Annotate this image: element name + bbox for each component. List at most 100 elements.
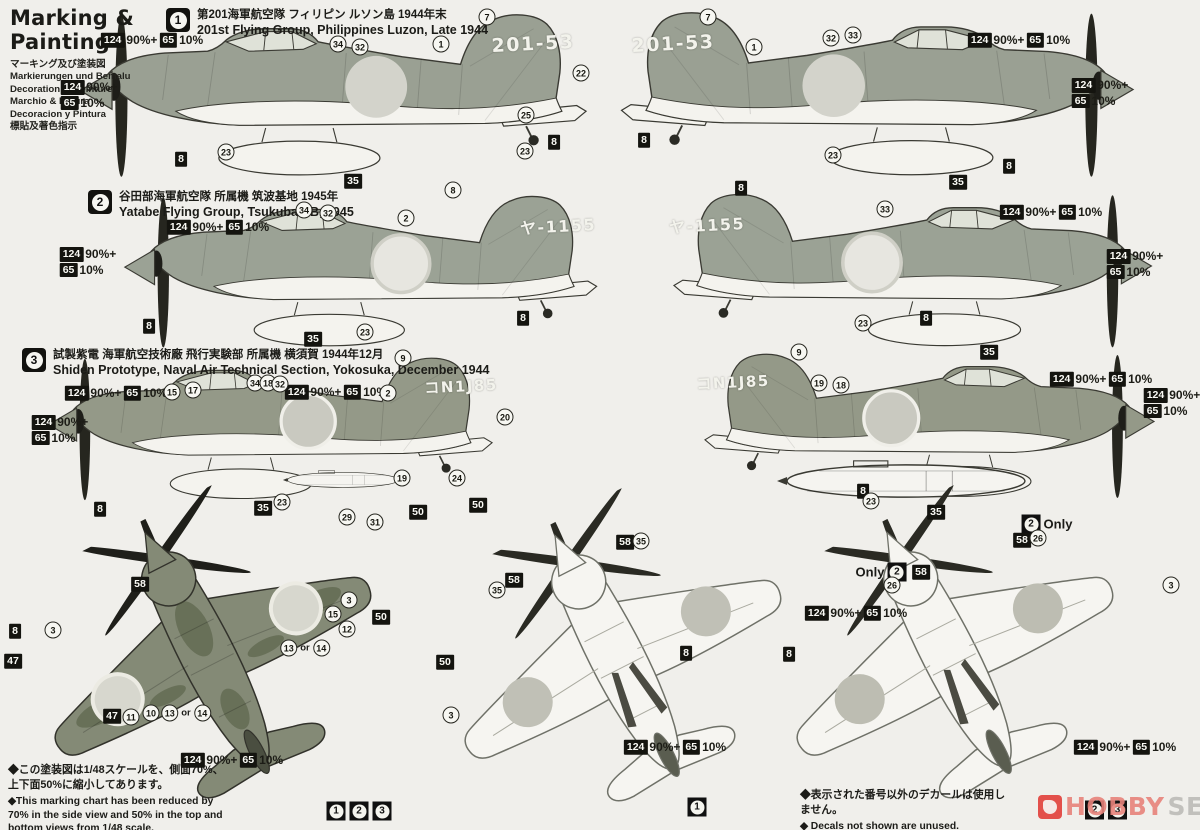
part-number: 32	[319, 204, 337, 222]
part-callout-9: 9	[394, 349, 412, 367]
label-text: 10%	[259, 753, 284, 767]
decal-number: 124	[31, 415, 56, 430]
label-text: 90%+	[649, 740, 681, 754]
part-callout-34: 34	[295, 201, 313, 219]
decal-number: 8	[638, 132, 650, 148]
label-text: 10%	[79, 262, 104, 277]
label-text: 90%+	[1099, 740, 1131, 754]
decal-number: 35	[344, 173, 362, 189]
decal-number: 65	[60, 95, 79, 110]
part-number: 25	[517, 106, 535, 124]
decal-number: 124	[180, 752, 205, 768]
decal-callout-8: 8	[143, 318, 155, 334]
subtitle-zh: 標貼及著色指示	[10, 121, 78, 133]
decal-number: 65	[1071, 93, 1090, 108]
decal-number: 65	[1058, 204, 1077, 220]
part-number: 26	[883, 576, 901, 594]
section-3-heading: 3 試製紫電 海軍航空技術廠 飛行実験部 所属機 横須賀 1944年12月 Sh…	[22, 348, 542, 379]
part-callout-1: 1	[432, 35, 450, 53]
part-number: 13	[161, 704, 179, 722]
part-number: 7	[478, 8, 496, 26]
part-number: 7	[699, 8, 717, 26]
subtitle-es: Decoracion y Pintura	[10, 108, 106, 120]
decal-number: 35	[254, 500, 272, 516]
part-callout-3: 3	[340, 591, 358, 609]
decal-number: 124	[1071, 78, 1096, 93]
decal-number: 50	[409, 504, 427, 520]
decal-number: 50	[436, 654, 454, 670]
decal-callout-58: 58	[505, 572, 523, 588]
decal-number: 124	[999, 204, 1024, 220]
section-1-badge: 1	[166, 8, 190, 32]
part-callout-23: 23	[273, 493, 291, 511]
decal-number: 65	[682, 739, 701, 755]
applies-to-schemes-1: 1	[687, 797, 707, 817]
part-number: 20	[496, 408, 514, 426]
part-number: 23	[516, 142, 534, 160]
label-text: or	[300, 642, 310, 654]
part-number: 15	[324, 605, 342, 623]
decal-callout-50: 50	[409, 504, 427, 520]
section-1-heading: 1 第201海軍航空隊 フィリピン ルソン島 1944年末 201st Flyi…	[166, 8, 586, 39]
label-text: 90%+	[206, 753, 238, 767]
decal-callout-35: 35	[949, 174, 967, 190]
subtitle-ja: マーキング及び塗装図	[10, 59, 106, 70]
part-number: 3	[1162, 576, 1180, 594]
part-callout-32: 32	[351, 38, 369, 56]
hobby-search-logo-icon	[1038, 794, 1062, 819]
subtitle-de: Markierungen und Bemalu	[10, 71, 131, 83]
label-text: 90%+	[126, 33, 158, 47]
part-callout-23: 23	[217, 143, 235, 161]
part-callout-9: 9	[790, 343, 808, 361]
decal-number: 124	[64, 385, 89, 401]
label-text: 90%+	[993, 33, 1025, 47]
part-callout-15: 15	[163, 383, 181, 401]
decal-callout-8: 8	[94, 501, 106, 517]
decal-callout-50: 50	[469, 497, 487, 513]
decal-callout-35: 35	[980, 344, 998, 360]
decal-number: 58	[1013, 532, 1031, 548]
decal-number: 65	[225, 219, 244, 235]
section-3-title-en: Shiden Prototype, Naval Air Technical Se…	[53, 363, 490, 378]
decal-callout-35: 35	[927, 504, 945, 520]
part-callout-33: 33	[844, 26, 862, 44]
part-callout-35: 35	[488, 581, 506, 599]
scale-note-jp: ◆この塗装図は1/48スケールを、側面70%、上下面50%に縮小してあります。	[8, 764, 224, 791]
decal-number: 124	[166, 219, 191, 235]
label-text: 10%	[245, 220, 270, 234]
part-callout-32: 32	[271, 375, 289, 393]
decal-number: 35	[980, 344, 998, 360]
section-2-title-en: Yatabe Flying Group, Tsukuba AB, 1945	[119, 205, 354, 220]
part-number: 3	[340, 591, 358, 609]
label-text: 90%+	[85, 247, 117, 262]
section-3-title-jp: 試製紫電 海軍航空技術廠 飛行実験部 所属機 横須賀 1944年12月	[53, 349, 384, 361]
decal-number: 65	[59, 262, 78, 277]
part-number: 33	[844, 26, 862, 44]
label-text: 10%	[1163, 403, 1188, 418]
part-number: 3	[442, 706, 460, 724]
scheme-marker: 1	[687, 797, 707, 817]
part-number: 23	[854, 314, 872, 332]
decal-number: 65	[1132, 739, 1151, 755]
decal-number: 124	[60, 80, 85, 95]
label-text: 10%	[1046, 33, 1071, 47]
part-callout-10: 10	[142, 704, 160, 722]
hobby-search-watermark: HOBBY SEARCH	[1038, 794, 1200, 819]
label-text: 90%+	[1169, 388, 1200, 403]
label-text: 10%	[1126, 264, 1151, 279]
decal-number: 8	[9, 623, 21, 639]
